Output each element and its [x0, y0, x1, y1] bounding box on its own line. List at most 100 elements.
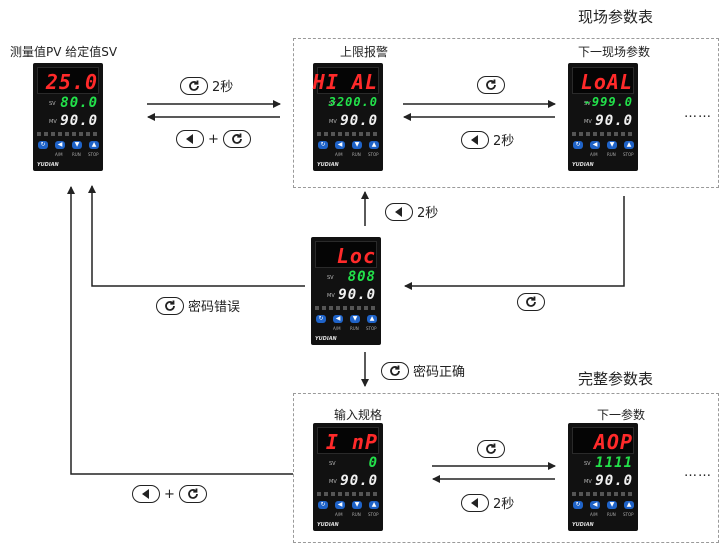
down-button[interactable]: ▼ — [607, 141, 617, 149]
left-key — [385, 202, 413, 221]
mv-display: 90.0 — [340, 113, 378, 129]
down-button[interactable]: ▼ — [350, 315, 360, 323]
left-button[interactable]: ◀ — [590, 141, 600, 149]
pv-display: 25.0 — [45, 70, 98, 94]
rotate-button[interactable]: ↻ — [573, 141, 583, 149]
rotate-key — [517, 293, 545, 311]
run-label: RUN — [352, 512, 361, 517]
left-button[interactable]: ◀ — [335, 501, 345, 509]
brand-logo: YUDIAN — [37, 162, 59, 168]
stop-label: STOP — [88, 152, 99, 157]
mv-display: 90.0 — [340, 473, 378, 489]
controller-aop: PV SV MV AOP 1111 90.0 ↻ ◀ ▼ ▲ A/M RUN S… — [568, 423, 638, 531]
sv-tag: SV — [327, 275, 334, 281]
hold-2s-text: 2秒 — [417, 206, 439, 221]
brand-logo: YUDIAN — [572, 522, 594, 528]
rotate-key — [222, 130, 251, 148]
down-button[interactable]: ▼ — [72, 141, 82, 149]
hold-2s-text: 2秒 — [493, 497, 515, 512]
next-field-param-label: 下一现场参数 — [578, 45, 651, 59]
pv-display: Loc — [336, 244, 376, 268]
down-button[interactable]: ▼ — [352, 501, 362, 509]
controller-loc: PV SV MV Loc 808 90.0 ↻ ◀ ▼ ▲ A/M RUN ST… — [311, 237, 381, 345]
up-button[interactable]: ▲ — [369, 501, 379, 509]
arrow-inp-to-main — [67, 186, 293, 475]
left-button[interactable]: ◀ — [335, 141, 345, 149]
run-label: RUN — [72, 152, 81, 157]
hint-password-correct: 密码正确 — [381, 361, 465, 380]
pv-display: AOP — [593, 430, 633, 454]
sv-tag: SV — [329, 101, 336, 107]
pv-display: LoAL — [580, 70, 633, 94]
hint-left-2s-up: 2秒 — [385, 202, 438, 221]
pv-display: HI AL — [312, 70, 378, 94]
hint-rotate-bottom — [477, 440, 505, 458]
rotate-key — [477, 440, 505, 458]
up-button[interactable]: ▲ — [624, 141, 634, 149]
mv-tag: MV — [329, 479, 337, 485]
run-label: RUN — [607, 512, 616, 517]
input-spec-label: 输入规格 — [334, 408, 383, 422]
up-button[interactable]: ▲ — [89, 141, 99, 149]
sv-tag: SV — [584, 461, 591, 467]
am-label: A/M — [590, 512, 598, 517]
up-button[interactable]: ▲ — [624, 501, 634, 509]
rotate-key — [178, 485, 207, 503]
left-key — [176, 130, 204, 148]
rotate-button[interactable]: ↻ — [38, 141, 48, 149]
left-key — [461, 130, 489, 149]
field-params-title: 现场参数表 — [578, 8, 654, 26]
controller-hial: PV SV MV HI AL 3200.0 90.0 ↻ ◀ ▼ ▲ A/M R… — [313, 63, 383, 171]
pv-display: I nP — [325, 430, 378, 454]
up-button[interactable]: ▲ — [369, 141, 379, 149]
arrow-loc-to-main — [88, 185, 305, 287]
controller-main: PV SV MV 25.0 80.0 90.0 ↻ ◀ ▼ ▲ A/M RUN … — [33, 63, 103, 171]
hint-rotate — [477, 76, 505, 94]
rotate-button[interactable]: ↻ — [318, 501, 328, 509]
rotate-button[interactable]: ↻ — [316, 315, 326, 323]
high-alarm-label: 上限报警 — [340, 45, 389, 59]
down-button[interactable]: ▼ — [607, 501, 617, 509]
rotate-key — [156, 296, 184, 315]
sv-display: -999.0 — [583, 95, 633, 109]
sv-display: 3200.0 — [328, 95, 378, 109]
brand-logo: YUDIAN — [317, 162, 339, 168]
brand-logo: YUDIAN — [317, 522, 339, 528]
arrow-loop-to-loc — [404, 196, 625, 290]
hint-left-2s-bottom: 2秒 — [461, 493, 514, 512]
stop-label: STOP — [366, 326, 377, 331]
left-key — [461, 493, 489, 512]
rotate-button[interactable]: ↻ — [573, 501, 583, 509]
hint-rotate-loop — [517, 293, 545, 311]
left-button[interactable]: ◀ — [333, 315, 343, 323]
left-button[interactable]: ◀ — [55, 141, 65, 149]
sv-tag: SV — [329, 461, 336, 467]
sv-tag: SV — [584, 101, 591, 107]
left-button[interactable]: ◀ — [590, 501, 600, 509]
mv-display: 90.0 — [338, 287, 376, 303]
mv-tag: MV — [584, 479, 592, 485]
left-key — [132, 485, 160, 503]
mv-display: 90.0 — [595, 473, 633, 489]
sv-display: 808 — [347, 269, 376, 285]
stop-label: STOP — [623, 152, 634, 157]
down-button[interactable]: ▼ — [352, 141, 362, 149]
rotate-button[interactable]: ↻ — [318, 141, 328, 149]
stop-label: STOP — [368, 152, 379, 157]
rotate-key — [477, 76, 505, 94]
brand-logo: YUDIAN — [315, 336, 337, 342]
run-label: RUN — [607, 152, 616, 157]
up-button[interactable]: ▲ — [367, 315, 377, 323]
sv-display: 0 — [368, 455, 378, 471]
brand-logo: YUDIAN — [572, 162, 594, 168]
sv-tag: SV — [49, 101, 56, 107]
mv-tag: MV — [49, 119, 57, 125]
full-params-title: 完整参数表 — [578, 370, 654, 388]
mv-display: 90.0 — [595, 113, 633, 129]
measured-setpoint-label: 测量值PV 给定值SV — [10, 45, 118, 59]
hint-left-2s: 2秒 — [461, 130, 514, 149]
password-correct-text: 密码正确 — [413, 365, 466, 380]
mv-display: 90.0 — [60, 113, 98, 129]
stop-label: STOP — [623, 512, 634, 517]
